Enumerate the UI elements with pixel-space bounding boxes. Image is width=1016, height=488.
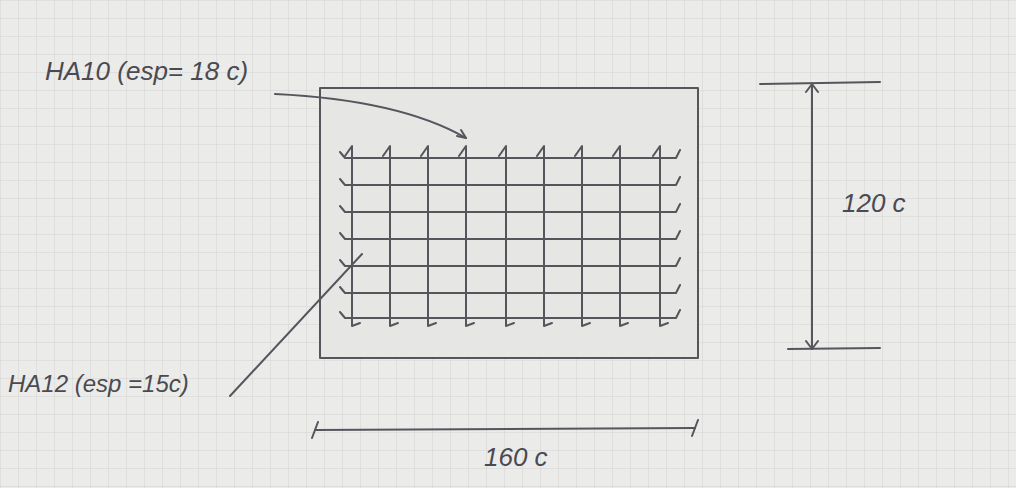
dimension-text: 120 c bbox=[842, 190, 906, 216]
horizontal-bars bbox=[340, 150, 680, 318]
dimension-text: 160 c bbox=[484, 444, 548, 470]
leader-lines bbox=[230, 94, 466, 396]
vertical-bars bbox=[345, 146, 668, 326]
dimension-lines bbox=[312, 82, 880, 438]
bar-callout: HA12 (esp =15c) bbox=[8, 372, 189, 396]
slab-outline bbox=[320, 88, 698, 358]
bar-callout: HA10 (esp= 18 c) bbox=[45, 58, 248, 84]
